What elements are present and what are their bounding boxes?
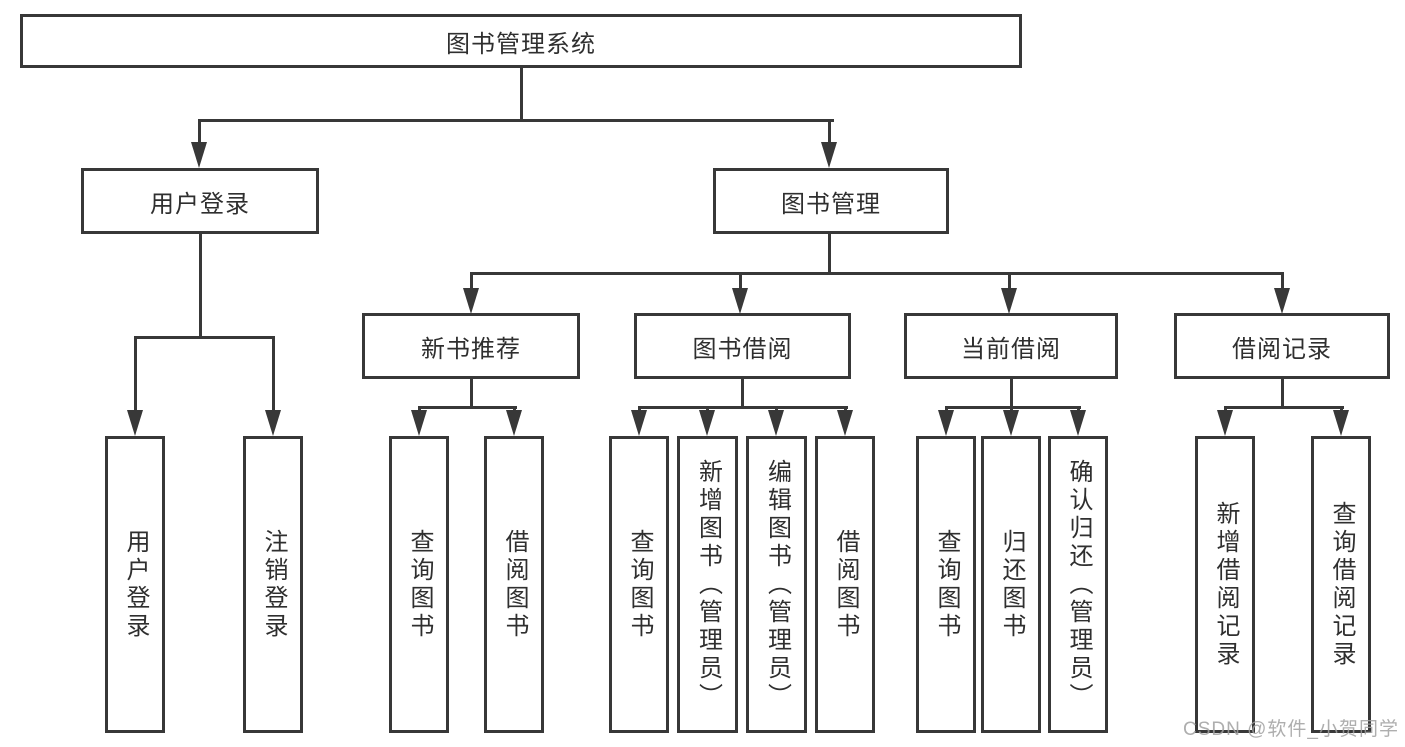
- arrowhead-down-icon: [938, 410, 954, 436]
- node-user-login-module: 用户登录: [81, 168, 319, 234]
- node-current-borrow-label: 当前借阅: [961, 335, 1061, 363]
- node-library-management-system-label: 图书管理系统: [446, 30, 596, 58]
- leaf-query-borrow-record: 查询借阅记录: [1311, 436, 1371, 733]
- leaf-logout: 注销登录: [243, 436, 303, 733]
- leaf-query-books-current: 查询图书: [916, 436, 976, 733]
- leaf-query-borrow-record-label: 查询借阅记录: [1328, 500, 1355, 669]
- node-library-management-system: 图书管理系统: [20, 14, 1022, 68]
- connector-line: [1010, 379, 1013, 408]
- connector-line: [741, 379, 744, 408]
- arrowhead-down-icon: [768, 410, 784, 436]
- arrowhead-down-icon: [821, 142, 837, 168]
- leaf-add-books-admin: 新增图书（管理员）: [677, 436, 738, 733]
- leaf-edit-books-admin: 编辑图书（管理员）: [746, 436, 807, 733]
- leaf-return-books: 归还图书: [981, 436, 1041, 733]
- connector-line: [1008, 274, 1011, 290]
- leaf-return-books-label: 归还图书: [998, 528, 1025, 641]
- node-book-management-module-label: 图书管理: [781, 190, 881, 218]
- csdn-watermark: CSDN @软件_小贺同学: [1183, 719, 1399, 740]
- connector-line: [198, 119, 834, 122]
- leaf-query-books-borrow-label: 查询图书: [626, 528, 653, 641]
- arrowhead-down-icon: [463, 288, 479, 314]
- connector-line: [1281, 274, 1284, 290]
- connector-line: [828, 121, 831, 144]
- connector-line: [520, 67, 523, 121]
- node-current-borrow: 当前借阅: [904, 313, 1118, 379]
- arrowhead-down-icon: [1070, 410, 1086, 436]
- leaf-borrow-books: 借阅图书: [815, 436, 875, 733]
- node-book-management-module: 图书管理: [713, 168, 949, 234]
- node-book-borrow-label: 图书借阅: [692, 335, 793, 363]
- arrowhead-down-icon: [1217, 410, 1233, 436]
- arrowhead-down-icon: [127, 410, 143, 436]
- arrowhead-down-icon: [1001, 288, 1017, 314]
- leaf-borrow-books-label: 借阅图书: [832, 528, 859, 641]
- connector-line: [828, 234, 831, 274]
- arrowhead-down-icon: [732, 288, 748, 314]
- arrowhead-down-icon: [837, 410, 853, 436]
- leaf-query-books-borrow: 查询图书: [609, 436, 669, 733]
- node-book-borrow: 图书借阅: [634, 313, 851, 379]
- leaf-edit-books-admin-label: 编辑图书（管理员）: [763, 458, 791, 711]
- node-new-book-recommend: 新书推荐: [362, 313, 580, 379]
- connector-line: [418, 406, 517, 409]
- connector-line: [134, 336, 275, 339]
- leaf-add-borrow-record-label: 新增借阅记录: [1212, 500, 1239, 669]
- connector-line: [470, 274, 473, 290]
- leaf-borrow-books-recommend: 借阅图书: [484, 436, 544, 733]
- leaf-confirm-return-admin-label: 确认归还（管理员）: [1065, 458, 1092, 711]
- arrowhead-down-icon: [699, 410, 715, 436]
- node-new-book-recommend-label: 新书推荐: [421, 335, 521, 363]
- arrowhead-down-icon: [411, 410, 427, 436]
- arrowhead-down-icon: [1333, 410, 1349, 436]
- leaf-add-borrow-record: 新增借阅记录: [1195, 436, 1255, 733]
- leaf-add-books-admin-label: 新增图书（管理员）: [694, 458, 722, 711]
- node-borrow-records-label: 借阅记录: [1232, 335, 1332, 363]
- connector-line: [199, 234, 202, 338]
- arrowhead-down-icon: [631, 410, 647, 436]
- leaf-confirm-return-admin: 确认归还（管理员）: [1048, 436, 1108, 733]
- connector-line: [470, 379, 473, 408]
- arrowhead-down-icon: [1274, 288, 1290, 314]
- leaf-query-books-current-label: 查询图书: [933, 528, 960, 641]
- connector-line: [1224, 406, 1344, 409]
- connector-line: [470, 272, 1284, 275]
- connector-line: [638, 406, 848, 409]
- node-user-login-module-label: 用户登录: [150, 190, 250, 218]
- connector-line: [945, 406, 1081, 409]
- arrowhead-down-icon: [265, 410, 281, 436]
- arrowhead-down-icon: [1003, 410, 1019, 436]
- connector-line: [272, 338, 275, 412]
- connector-line: [198, 121, 201, 144]
- leaf-user-login: 用户登录: [105, 436, 165, 733]
- arrowhead-down-icon: [506, 410, 522, 436]
- arrowhead-down-icon: [191, 142, 207, 168]
- leaf-logout-label: 注销登录: [260, 528, 287, 641]
- leaf-borrow-books-recommend-label: 借阅图书: [501, 528, 528, 641]
- leaf-query-books-recommend-label: 查询图书: [406, 528, 433, 641]
- node-borrow-records: 借阅记录: [1174, 313, 1390, 379]
- connector-line: [1281, 379, 1284, 408]
- leaf-query-books-recommend: 查询图书: [389, 436, 449, 733]
- leaf-user-login-label: 用户登录: [122, 528, 149, 641]
- connector-line: [134, 338, 137, 412]
- connector-line: [739, 274, 742, 290]
